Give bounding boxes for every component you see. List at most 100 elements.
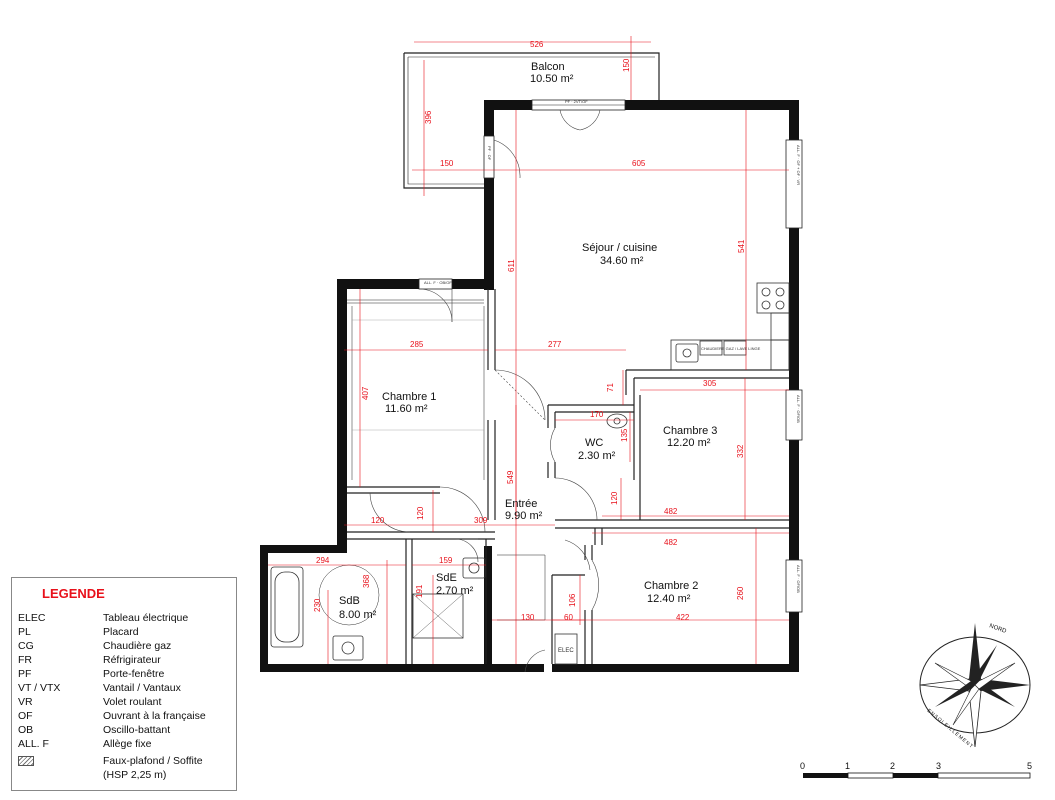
kitchen-note: CHAUDIERE GAZ / LAVE LINGE	[701, 346, 761, 351]
legend-desc: Chaudière gaz	[103, 640, 172, 652]
legend-box: LEGENDE ELEC Tableau électrique PL Placa…	[11, 577, 237, 791]
bathtub	[270, 566, 304, 648]
room-area-sde: 2.70 m²	[436, 585, 474, 597]
dim-611: 611	[507, 259, 516, 272]
room-area-entree: 9.90 m²	[505, 510, 543, 522]
compass-orientation: ENSOLEILLEMENT	[926, 708, 975, 750]
dim-260: 260	[736, 586, 745, 600]
dim-135: 135	[620, 428, 629, 442]
dim-332: 332	[736, 444, 745, 458]
legend-title: LEGENDE	[42, 586, 105, 601]
dim-526: 526	[530, 40, 544, 49]
pf-side-tag: PF · OF	[487, 146, 492, 161]
outer-walls	[260, 100, 799, 672]
room-area-wc: 2.30 m²	[578, 450, 616, 462]
hatch-swatch-icon	[18, 756, 34, 766]
room-area-chambre3: 12.20 m²	[667, 437, 711, 449]
room-area-balcon: 10.50 m²	[530, 73, 574, 85]
dimension-lines	[268, 36, 789, 664]
scale-tick-2: 2	[890, 761, 896, 771]
scale-tick-5: 5	[1027, 761, 1033, 771]
windows	[418, 99, 803, 613]
room-labels: Balcon 10.50 m² Séjour / cuisine 34.60 m…	[339, 61, 717, 621]
dim-120-a: 120	[371, 516, 385, 525]
legend-desc: (HSP 2,25 m)	[103, 769, 167, 781]
legend-desc: Réfrigirateur	[103, 654, 161, 666]
dim-170: 170	[590, 410, 604, 419]
scale-bar	[803, 772, 1031, 779]
legend-code: VT / VTX	[18, 682, 61, 694]
interior-walls	[347, 289, 789, 664]
dim-120-b: 120	[416, 506, 425, 520]
room-name-chambre1: Chambre 1	[382, 391, 436, 403]
room-area-chambre2: 12.40 m²	[647, 593, 691, 605]
legend-desc: Volet roulant	[103, 696, 162, 708]
dim-549: 549	[506, 470, 515, 484]
legend-code: CG	[18, 640, 34, 652]
dim-422: 422	[676, 613, 690, 622]
dim-294: 294	[316, 556, 330, 565]
elec-panel	[554, 633, 578, 665]
legend-desc: Placard	[103, 626, 139, 638]
faux-plafond-lines	[352, 319, 484, 431]
legend-desc: Tableau électrique	[103, 612, 189, 624]
dim-191: 191	[415, 584, 424, 598]
room-name-chambre2: Chambre 2	[644, 580, 698, 592]
legend-desc: Faux-plafond / Soffite	[103, 755, 203, 767]
sde-sink	[462, 557, 486, 579]
room-name-balcon: Balcon	[531, 61, 565, 73]
legend-code: OF	[18, 710, 33, 722]
room-name-sdb: SdB	[339, 595, 360, 607]
all-tag-right-2: ALL. F · OF/OB	[796, 395, 801, 423]
shower	[412, 593, 464, 639]
room-area-chambre1: 11.60 m²	[385, 403, 428, 415]
room-name-sejour: Séjour / cuisine	[582, 242, 657, 254]
legend-desc: Porte-fenêtre	[103, 668, 165, 680]
legend-desc: Allège fixe	[103, 738, 152, 750]
dim-60: 60	[564, 613, 573, 622]
dim-407: 407	[361, 386, 370, 400]
balcony	[403, 52, 660, 189]
legend-code: ALL. F	[18, 738, 49, 750]
dim-305: 305	[703, 379, 717, 388]
room-name-entree: Entrée	[505, 498, 537, 510]
room-area-sejour: 34.60 m²	[600, 255, 644, 267]
dim-71: 71	[606, 383, 615, 392]
elec-tag: ELEC	[558, 648, 574, 654]
scale-tick-1: 1	[845, 761, 851, 771]
legend-code: VR	[18, 696, 33, 708]
room-name-chambre3: Chambre 3	[663, 425, 717, 437]
dim-482-a: 482	[664, 507, 678, 516]
fixtures	[270, 282, 790, 665]
dim-396: 396	[424, 110, 433, 124]
compass-rose: NORD ENSOLEILLEMENT	[919, 623, 1031, 750]
dim-368: 368	[362, 574, 371, 588]
dim-482-b: 482	[664, 538, 678, 547]
dim-277: 277	[548, 340, 562, 349]
pf-tag: PF · 2VT/OF	[565, 99, 588, 104]
legend-code: PL	[18, 626, 31, 638]
legend-desc: Ouvrant à la française	[103, 710, 206, 722]
scale-tick-3: 3	[936, 761, 942, 771]
scale-tick-0: 0	[800, 761, 806, 771]
dim-285: 285	[410, 340, 424, 349]
room-name-sde: SdE	[436, 572, 457, 584]
dim-230: 230	[313, 598, 322, 612]
dim-130: 130	[521, 613, 535, 622]
dim-159: 159	[439, 556, 453, 565]
dim-106: 106	[568, 593, 577, 607]
cooker	[756, 282, 790, 314]
legend-code: ELEC	[18, 612, 46, 624]
legend-desc: Vantail / Vantaux	[103, 682, 181, 694]
room-area-sdb: 8.00 m²	[339, 609, 377, 621]
dim-120-c: 120	[610, 491, 619, 505]
legend-desc: Oscillo-battant	[103, 724, 171, 736]
legend-code: PF	[18, 668, 32, 680]
room-name-wc: WC	[585, 437, 603, 449]
dim-541: 541	[737, 239, 746, 253]
window-tags: PF · 2VT/OF ALL. F · OB/OF ALL. F · OF +…	[424, 99, 801, 593]
all-tag-top: ALL. F · OB/OF	[424, 280, 452, 285]
dim-309: 309	[474, 516, 488, 525]
toilet	[606, 413, 628, 429]
